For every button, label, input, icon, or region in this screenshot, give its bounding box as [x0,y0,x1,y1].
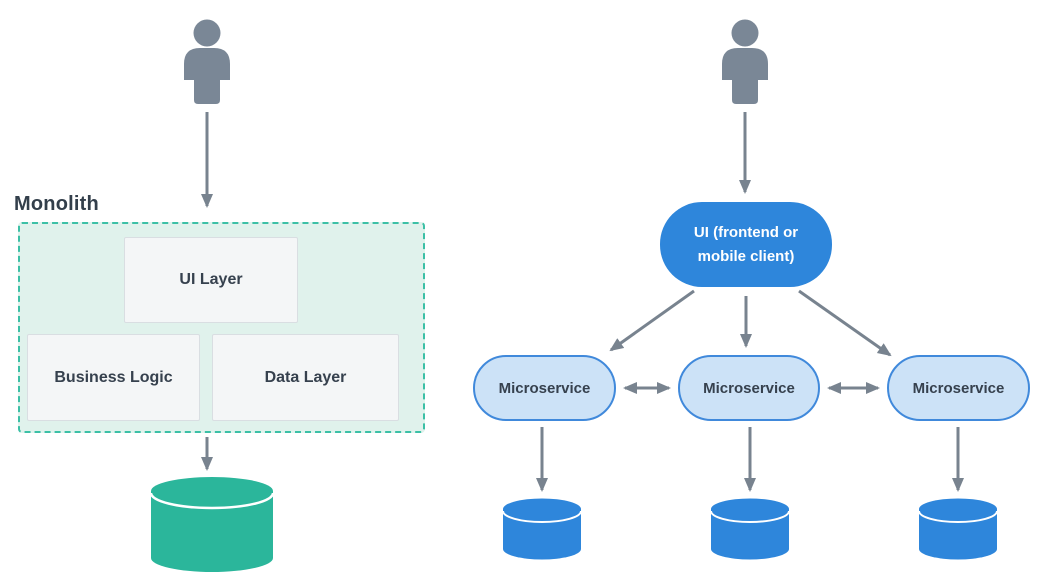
monolith-ui-layer-label: UI Layer [179,271,243,288]
person-icon [722,19,768,104]
microservice-2-label: Microservice [703,379,795,397]
database-icon [502,498,582,560]
microservice-node-2: Microservice [678,355,820,421]
monolith-data-layer: Data Layer [212,334,399,421]
microservice-3-label: Microservice [912,379,1005,397]
ui-frontend-node-label: UI (frontend or mobile client) [693,224,799,265]
arrow-connectors [201,112,964,492]
person-icon [184,19,230,104]
monolith-ui-layer: UI Layer [124,237,298,323]
arrow-ui-to-microservice-3 [798,289,892,357]
monolith-business-logic-label: Business Logic [54,368,173,386]
arrow-ui-to-microservice-1 [609,289,695,352]
monolith-business-logic: Business Logic [27,334,200,421]
database-icon [710,498,790,560]
microservice-node-1: Microservice [473,355,616,421]
monolith-title: Monolith [14,193,99,215]
database-icon [918,498,998,560]
microservice-node-3: Microservice [887,355,1030,421]
microservice-1-label: Microservice [498,379,591,397]
database-icon [149,477,275,572]
monolith-data-layer-label: Data Layer [264,368,347,386]
ui-frontend-node: UI (frontend or mobile client) [660,202,832,287]
